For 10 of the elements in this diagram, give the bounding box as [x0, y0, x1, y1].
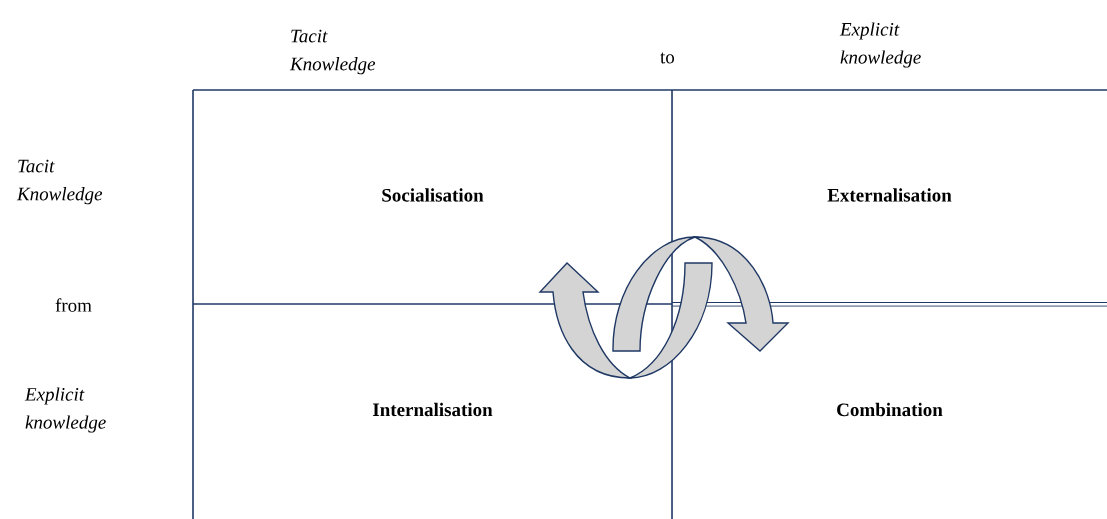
quadrant-label: Externalisation: [827, 188, 952, 202]
axis-label: to: [660, 52, 675, 64]
axis-label: Tacit Knowledge: [16, 159, 103, 205]
axis-label: Tacit Knowledge: [289, 29, 376, 75]
axis-label: Explicit knowledge: [24, 387, 106, 433]
quadrant-label: Combination: [837, 402, 943, 417]
axis-label: Explicit knowledge: [839, 22, 921, 68]
quadrant-label: Socialisation: [382, 188, 484, 202]
quadrant-label: Internalisation: [373, 402, 493, 417]
axis-label: from: [55, 298, 92, 312]
